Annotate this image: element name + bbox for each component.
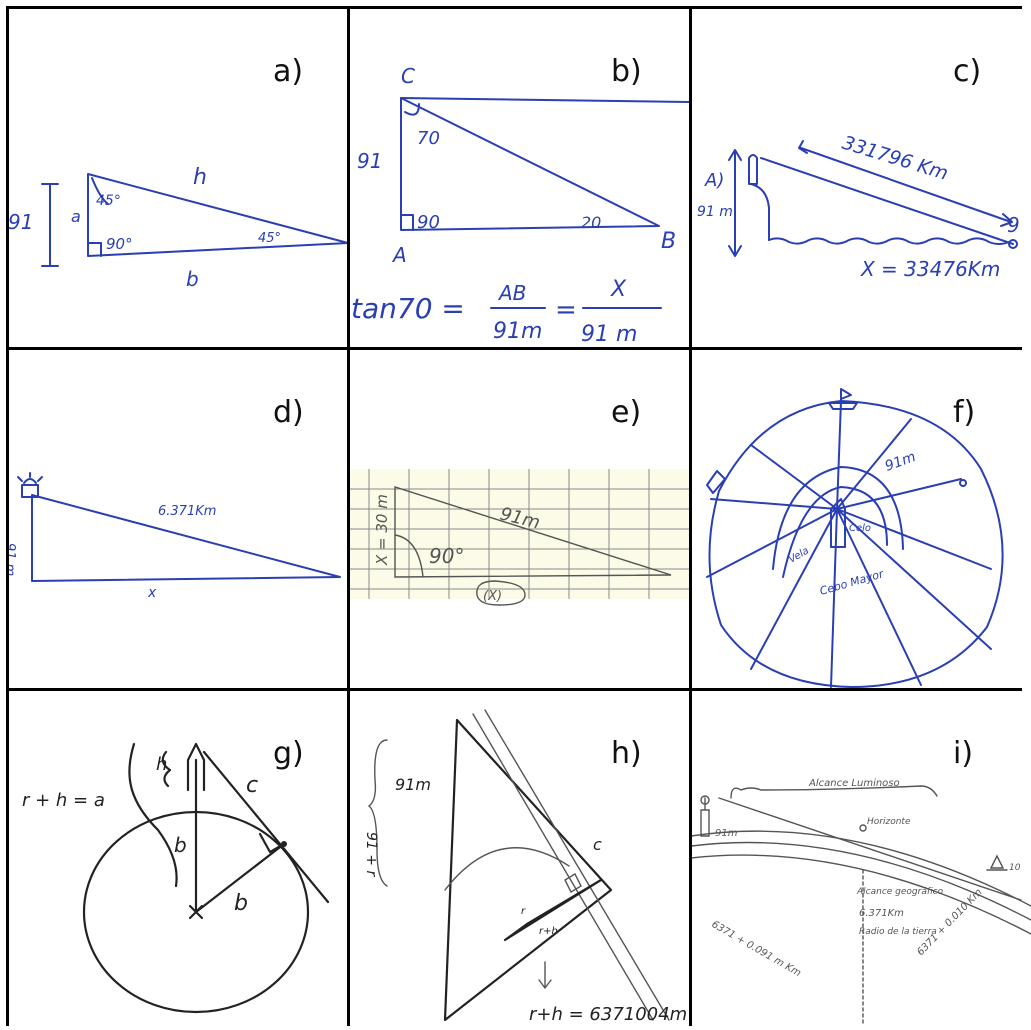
panel-label-i: i) bbox=[953, 736, 974, 771]
label-b-upper: b bbox=[174, 833, 187, 857]
angle-45-right: 45° bbox=[258, 231, 281, 246]
vertex-c: C bbox=[401, 64, 415, 88]
panel-e: e) 91m X = 30 m 90° (X) bbox=[349, 349, 689, 689]
label-radio: Radio de la tierra bbox=[859, 927, 937, 937]
vertex-a: A bbox=[391, 243, 407, 267]
x-value: X = 30 m bbox=[373, 494, 391, 566]
panel-a: a) 91 a h b 45° 90° 45° bbox=[8, 8, 349, 348]
grid-line-left bbox=[6, 6, 9, 1026]
label-c: c bbox=[246, 773, 258, 798]
angle-90: 90 bbox=[417, 212, 440, 233]
grid-line-row2 bbox=[6, 688, 1022, 691]
height-label: 91 m bbox=[697, 204, 733, 220]
angle-90: 90° bbox=[106, 235, 133, 253]
panel-h: h) 91m 91 + r c r r+h r+h = 6371004m bbox=[349, 690, 689, 1030]
label-r: r bbox=[521, 906, 526, 917]
panel-i: i) Alcance Luminoso Horizonte 91m Alcanc… bbox=[690, 690, 1031, 1030]
panel-label-a: a) bbox=[273, 54, 304, 89]
grid-line-top bbox=[6, 6, 1022, 9]
result-label: r+h = 6371004m bbox=[529, 1004, 687, 1025]
equation-den2: 91 m bbox=[581, 322, 637, 347]
label-h: h bbox=[193, 165, 207, 190]
label-9: 9 bbox=[1007, 213, 1020, 237]
sketch-b: C 70 91 90 20 A B tan70 = AB 91m = X 91 … bbox=[351, 64, 690, 347]
angle-20: 20 bbox=[581, 213, 601, 232]
sketch-g: r + h = a h c b b bbox=[22, 742, 330, 1014]
distance-label: 331796 Km bbox=[840, 132, 951, 185]
panel-label-h: h) bbox=[611, 736, 642, 771]
panel-label-g: g) bbox=[273, 736, 304, 771]
panel-b: b) C 70 91 90 20 A B tan70 = AB 91m = X … bbox=[349, 8, 690, 348]
grid-line-col1 bbox=[347, 6, 350, 1026]
sketch-f: 91m Celo Vela Cebo Mayor bbox=[706, 388, 1004, 688]
sketch-a: 91 a h b 45° 90° 45° bbox=[8, 165, 349, 291]
panel-g: g) r + h = a h c b b bbox=[8, 690, 348, 1030]
label-alcance-luminoso: Alcance Luminoso bbox=[808, 778, 900, 789]
label-km: 6.371Km bbox=[859, 908, 904, 919]
label-a: a bbox=[71, 207, 81, 226]
x-circled: (X) bbox=[483, 589, 502, 604]
point-a: A) bbox=[704, 170, 724, 191]
sketch-d: 6.371Km 91 m x bbox=[2, 472, 341, 601]
grid-line-col2 bbox=[689, 6, 692, 1026]
panel-c: c) A) 331796 Km 91 m X = 33476Km 9 bbox=[691, 8, 1031, 348]
equation-num1: AB bbox=[497, 281, 526, 305]
grid-line-row1 bbox=[6, 347, 1022, 350]
label-celo: Celo bbox=[849, 523, 871, 534]
label-height: 91m bbox=[715, 828, 738, 839]
equation-num2: X bbox=[610, 277, 627, 302]
label-left-distance: 6371 + 0.091 m Km bbox=[710, 919, 803, 979]
label-91: 91 bbox=[357, 149, 382, 173]
label-rh: r+h bbox=[539, 926, 558, 937]
panel-label-e: e) bbox=[611, 395, 642, 430]
sketch-e: 91m X = 30 m 90° (X) bbox=[349, 469, 689, 606]
side-label: 91 + r bbox=[363, 832, 379, 877]
vertex-b: B bbox=[661, 229, 676, 254]
panel-label-c: c) bbox=[953, 54, 982, 89]
panel-label-d: d) bbox=[273, 395, 304, 430]
x-result: X = 33476Km bbox=[860, 257, 1000, 281]
equation-eq: = bbox=[555, 295, 577, 325]
sketch-i: Alcance Luminoso Horizonte 91m Alcance g… bbox=[690, 778, 1031, 1027]
panel-d: d) 6.371Km 91 m x bbox=[2, 349, 348, 689]
label-91: 91 bbox=[8, 210, 33, 234]
label-10: 10 bbox=[1009, 863, 1021, 873]
panel-label-f: f) bbox=[953, 395, 976, 430]
angle-45-top: 45° bbox=[96, 193, 121, 209]
angle-90: 90° bbox=[429, 544, 464, 568]
angle-70: 70 bbox=[417, 128, 440, 149]
label-c: c bbox=[593, 835, 602, 854]
equation-left: tan70 = bbox=[351, 292, 465, 325]
distance-label: 6.371Km bbox=[158, 504, 216, 519]
panel-f: f) 91m Celo Vela Cebo Mayor bbox=[691, 349, 1031, 689]
panel-label-b: b) bbox=[611, 54, 642, 89]
height-label: 91 m bbox=[2, 543, 17, 576]
equation-den1: 91m bbox=[493, 319, 542, 344]
label-horizonte: Horizonte bbox=[867, 817, 911, 827]
sketch-h: 91m 91 + r c r r+h r+h = 6371004m bbox=[363, 709, 687, 1025]
relation-label: r + h = a bbox=[22, 790, 105, 811]
label-b: b bbox=[186, 267, 199, 291]
height-label: 91m bbox=[395, 775, 431, 794]
radius-label: 91m bbox=[883, 449, 918, 475]
x-label: x bbox=[147, 585, 157, 601]
label-h: h bbox=[156, 754, 167, 775]
label-geografico: Alcance geográfico bbox=[856, 887, 944, 897]
sketch-c: A) 331796 Km 91 m X = 33476Km 9 bbox=[697, 132, 1020, 281]
label-b-lower: b bbox=[234, 891, 248, 916]
